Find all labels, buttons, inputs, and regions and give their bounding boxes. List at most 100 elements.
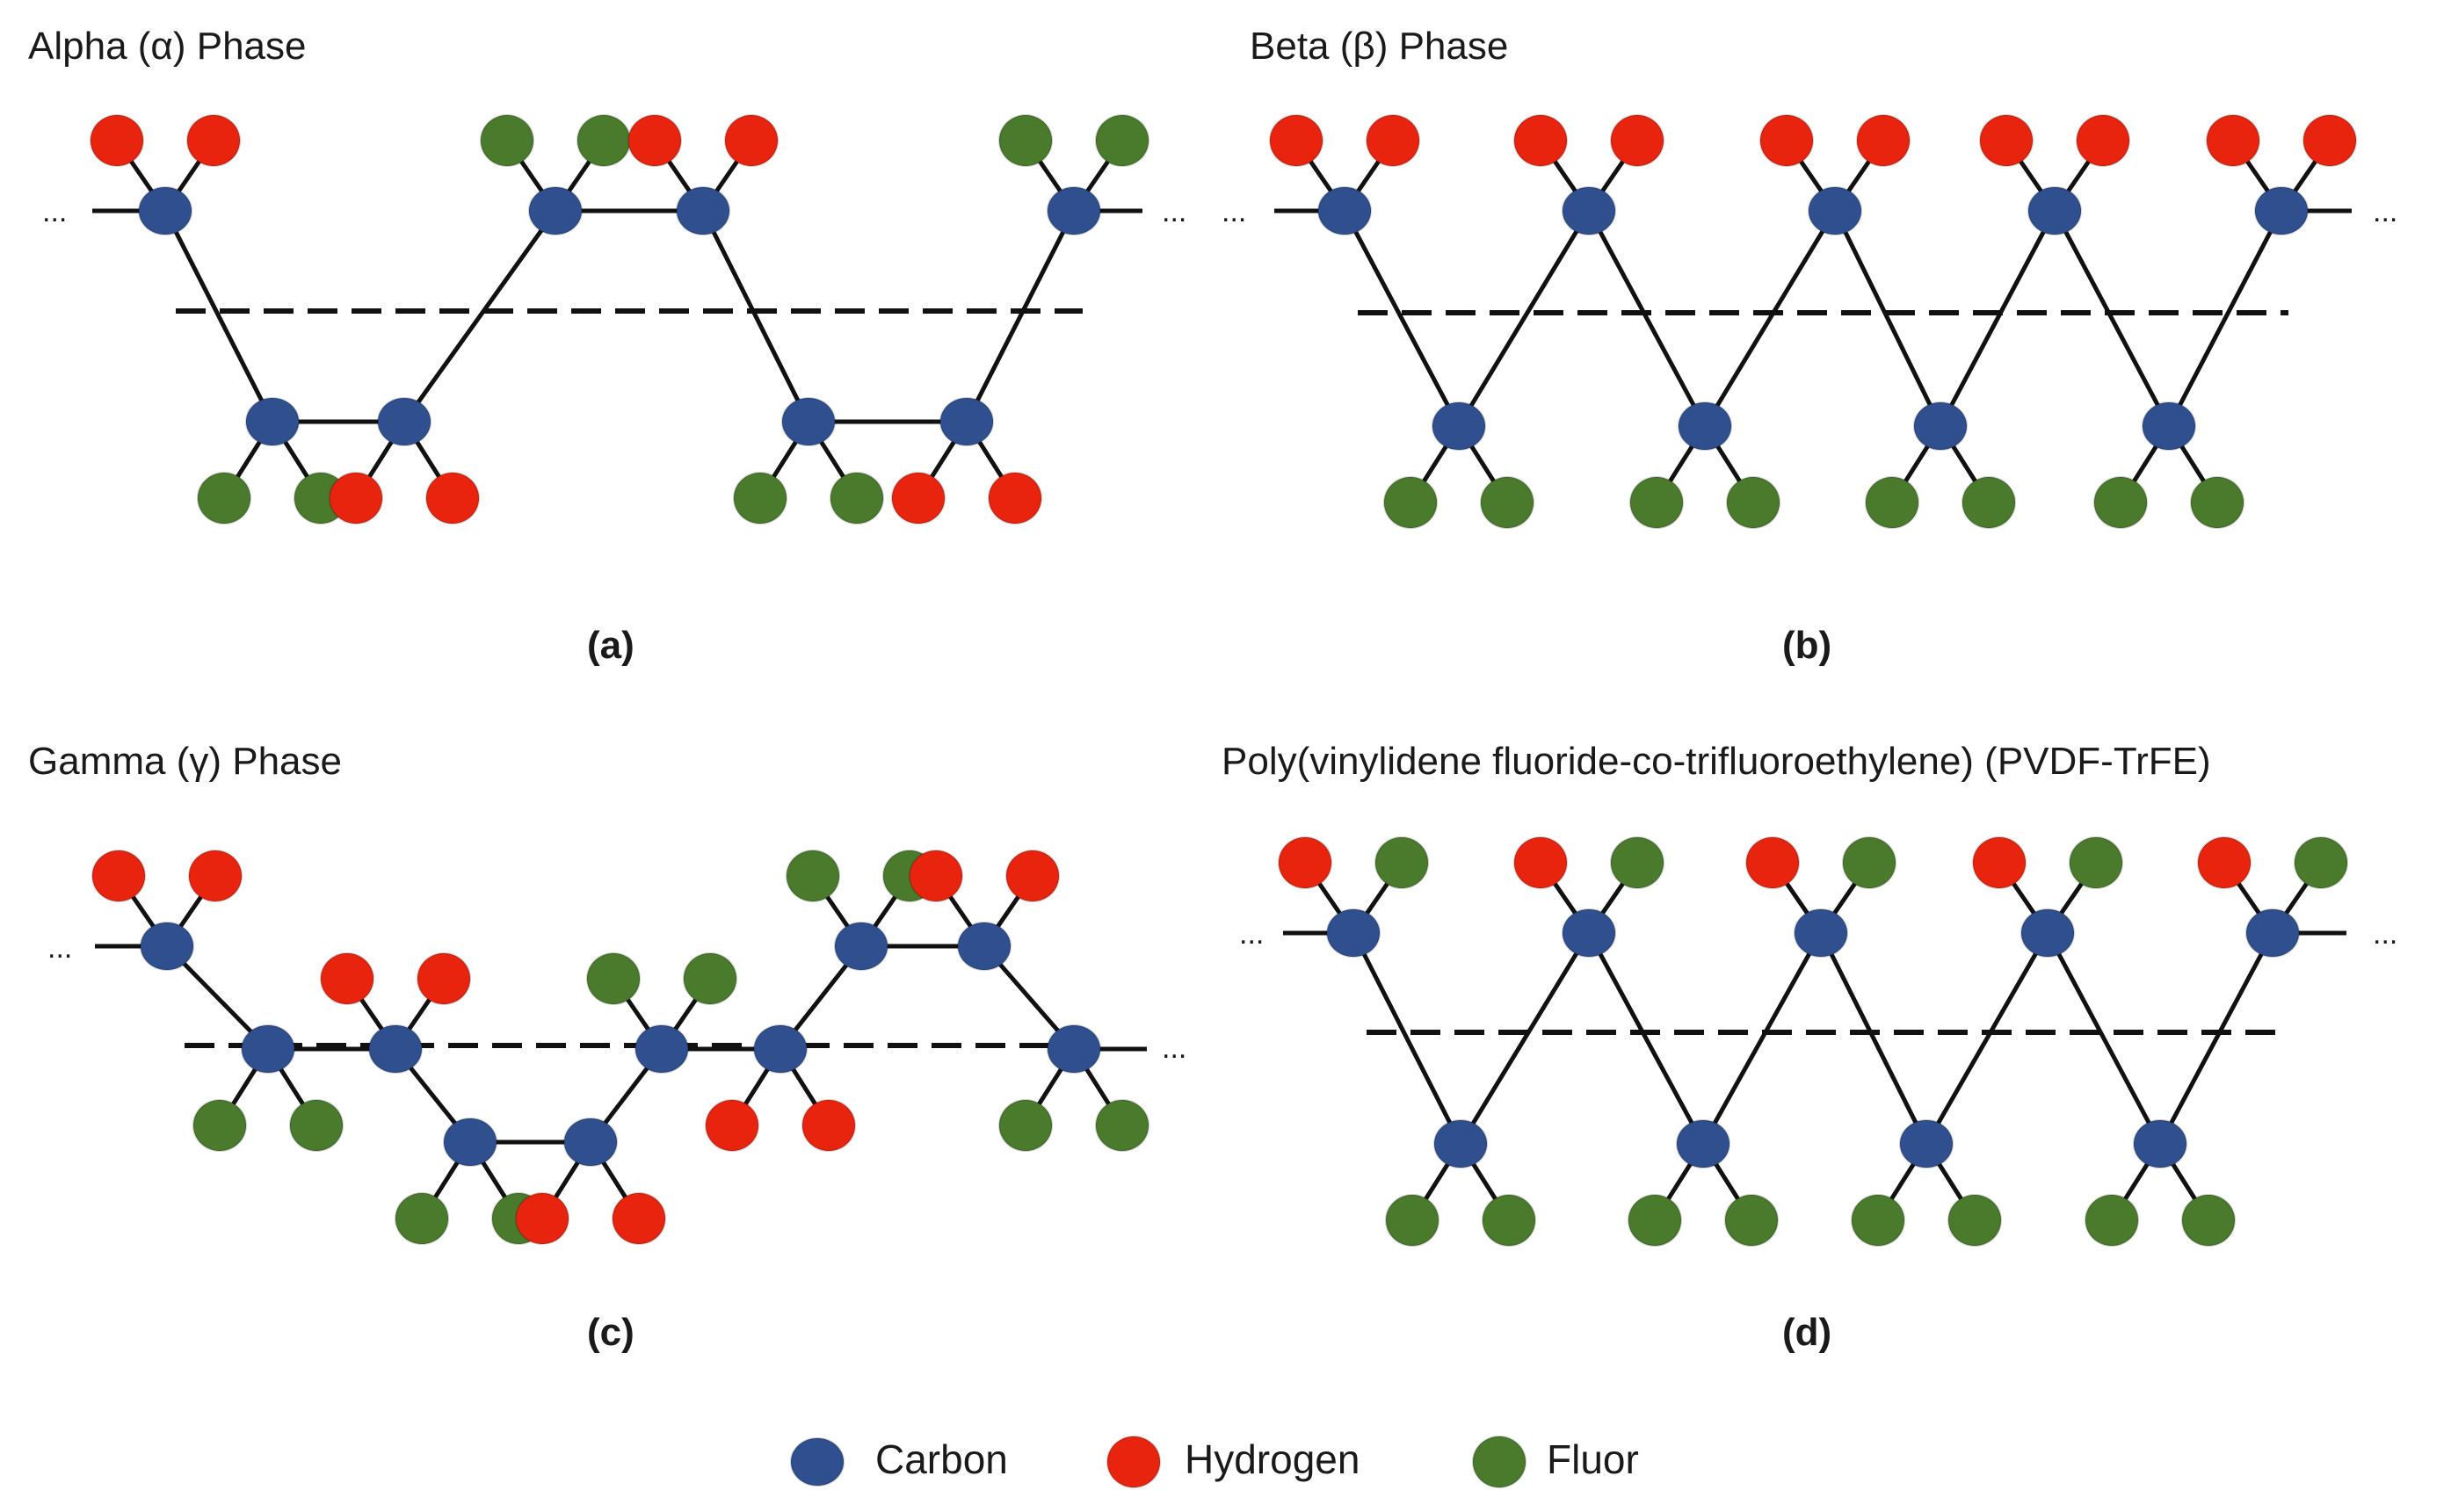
- hydrogen-atom: [1278, 836, 1332, 889]
- fluor-atom: [1629, 476, 1684, 529]
- fluor-atom: [1095, 1099, 1149, 1152]
- fluor-atom: [998, 114, 1053, 167]
- fluor-atom: [1628, 1194, 1682, 1247]
- bond: [964, 209, 1077, 423]
- carbon-atom: [790, 1437, 845, 1487]
- hydrogen-atom: [320, 952, 374, 1005]
- bond: [1342, 209, 1461, 428]
- legend-label-hydrogen: Hydrogen: [1185, 1436, 1360, 1482]
- fluor-atom: [2190, 476, 2244, 529]
- chain-continuation-a-right: ...: [1162, 195, 1187, 228]
- carbon-atom: [635, 1024, 689, 1074]
- hydrogen-atom: [2076, 114, 2130, 167]
- carbon-atom: [138, 186, 192, 235]
- fluor-atom: [480, 114, 534, 167]
- carbon-atom: [245, 397, 300, 446]
- hydrogen-atom: [186, 114, 241, 167]
- carbon-atom: [1676, 1119, 1730, 1168]
- hydrogen-atom: [1972, 836, 2027, 889]
- fluor-atom: [1383, 476, 1438, 529]
- panel-d-title: Poly(vinylidene fluoride-co-trifluoroeth…: [1222, 740, 2211, 783]
- fluor-atom: [1472, 1436, 1526, 1488]
- hydrogen-atom: [1979, 114, 2034, 167]
- hydrogen-atom: [801, 1099, 856, 1152]
- fluor-atom: [2181, 1194, 2236, 1247]
- carbon-atom: [676, 186, 730, 235]
- carbon-atom: [563, 1118, 618, 1167]
- bond: [402, 209, 558, 423]
- legend-label-carbon: Carbon: [875, 1436, 1008, 1482]
- carbon-atom: [2027, 186, 2082, 235]
- bond: [1702, 209, 1838, 428]
- bond: [2045, 931, 2163, 1146]
- bond: [1351, 931, 1463, 1146]
- hydrogen-atom: [515, 1192, 569, 1245]
- carbon-atom: [834, 922, 888, 971]
- hydrogen-atom: [2206, 114, 2260, 167]
- hydrogen-atom: [329, 472, 383, 524]
- chain-continuation-c-right: ...: [1162, 1031, 1187, 1065]
- carbon-atom: [1794, 908, 1848, 958]
- carbon-atom: [2020, 908, 2075, 958]
- fluor-atom: [1851, 1194, 1905, 1247]
- carbon-atom: [443, 1118, 497, 1167]
- hydrogen-atom: [627, 114, 682, 167]
- bond: [1832, 209, 1943, 428]
- fluor-atom: [1724, 1194, 1779, 1247]
- hydrogen-atom: [1856, 114, 1911, 167]
- chain-continuation-a-left: ...: [42, 195, 68, 228]
- carbon-atom: [241, 1024, 295, 1074]
- hydrogen-atom: [724, 114, 779, 167]
- fluor-atom: [1610, 836, 1664, 889]
- fluor-atom: [1385, 1194, 1439, 1247]
- fluor-atom: [786, 850, 840, 902]
- fluor-atom: [1726, 476, 1780, 529]
- hydrogen-atom: [1005, 850, 1060, 902]
- chain-continuation-b-right: ...: [2373, 195, 2398, 228]
- bond: [1458, 931, 1592, 1146]
- fluor-atom: [830, 472, 884, 524]
- legend-label-fluor: Fluor: [1547, 1436, 1639, 1482]
- atom-layer: [90, 114, 2357, 1488]
- bond: [1924, 931, 2050, 1146]
- fluor-atom: [1962, 476, 2016, 529]
- chain-continuation-d-right: ...: [2373, 917, 2398, 951]
- bond: [1456, 209, 1592, 428]
- fluor-atom: [1374, 836, 1429, 889]
- chain-continuation-c-left: ...: [47, 931, 73, 965]
- hydrogen-atom: [988, 472, 1042, 524]
- fluor-atom: [2069, 836, 2123, 889]
- hydrogen-atom: [2302, 114, 2357, 167]
- panel-b-caption: (b): [1782, 624, 1832, 667]
- carbon-atom: [2245, 908, 2300, 958]
- carbon-atom: [1899, 1119, 1954, 1168]
- hydrogen-atom: [188, 850, 243, 902]
- carbon-atom: [1808, 186, 1862, 235]
- carbon-atom: [2254, 186, 2309, 235]
- carbon-atom: [368, 1024, 423, 1074]
- hydrogen-atom: [891, 472, 946, 524]
- hydrogen-atom: [1513, 114, 1568, 167]
- hydrogen-atom: [1269, 114, 1323, 167]
- carbon-atom: [1678, 402, 1732, 451]
- hydrogen-atom: [1610, 114, 1664, 167]
- hydrogen-atom: [1366, 114, 1420, 167]
- panel-a-title: Alpha (α) Phase: [28, 25, 307, 68]
- fluor-atom: [395, 1192, 449, 1245]
- carbon-atom: [528, 186, 583, 235]
- hydrogen-atom: [612, 1192, 666, 1245]
- fluor-atom: [1482, 1194, 1536, 1247]
- fluor-atom: [1095, 114, 1149, 167]
- carbon-atom: [140, 922, 194, 971]
- fluor-atom: [1480, 476, 1534, 529]
- carbon-atom: [2142, 402, 2196, 451]
- carbon-atom: [1047, 1024, 1101, 1074]
- fluor-atom: [576, 114, 631, 167]
- hydrogen-atom: [417, 952, 471, 1005]
- hydrogen-atom: [705, 1099, 759, 1152]
- fluor-atom: [683, 952, 737, 1005]
- bond: [1586, 931, 1706, 1146]
- carbon-atom: [1047, 186, 1101, 235]
- hydrogen-atom: [1513, 836, 1568, 889]
